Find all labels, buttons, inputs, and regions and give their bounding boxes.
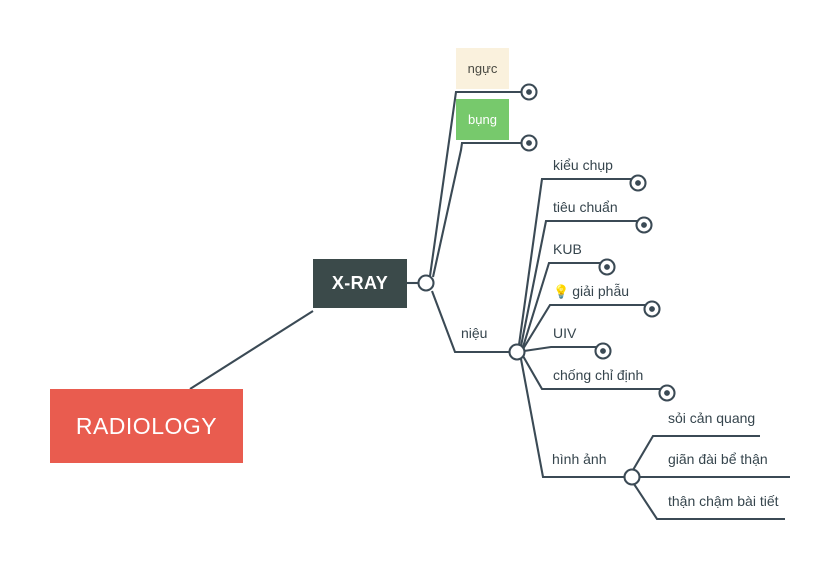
node-gian-dai-be-than[interactable]: giãn đài bể thận bbox=[668, 452, 768, 466]
collapse-marker-giaiphau[interactable] bbox=[643, 300, 661, 318]
node-hinh-anh-label: hình ảnh bbox=[552, 451, 607, 467]
collapse-marker-bung[interactable] bbox=[520, 134, 538, 152]
collapse-marker-kieuchup[interactable] bbox=[629, 174, 647, 192]
collapse-markers bbox=[520, 83, 676, 402]
edge-nieu-hinhanh bbox=[519, 358, 625, 479]
node-soi-can-quang-label: sỏi cản quang bbox=[668, 410, 756, 426]
edge-xray-nguc bbox=[428, 90, 521, 277]
edge-nieu-tieuchuan bbox=[519, 219, 637, 347]
node-giai-phau[interactable]: 💡giải phẫu bbox=[553, 284, 629, 298]
edge-nieu-chongchidinh bbox=[522, 355, 661, 391]
node-nieu[interactable]: niệu bbox=[461, 326, 487, 340]
collapse-marker-tieuchuan[interactable] bbox=[635, 216, 653, 234]
edge-nieu-uiv bbox=[523, 345, 597, 353]
edge-xray-bung bbox=[431, 141, 521, 278]
edge-nieu-kub bbox=[521, 261, 601, 348]
edge-radiology-xray bbox=[189, 310, 314, 390]
edge-hinhanh-soicanquang bbox=[632, 434, 760, 471]
node-chong-chi-dinh-label: chống chỉ định bbox=[553, 367, 644, 383]
node-giai-phau-label: giải phẫu bbox=[572, 283, 630, 299]
node-soi-can-quang[interactable]: sỏi cản quang bbox=[668, 411, 755, 425]
collapse-marker-kub[interactable] bbox=[598, 258, 616, 276]
edge-xray-nieu bbox=[431, 290, 511, 354]
edge-nieu-giaiphau bbox=[522, 303, 646, 350]
edge-hinhanh-thanchambaitiet bbox=[633, 483, 785, 521]
node-tieu-chuan-label: tiêu chuẩn bbox=[553, 199, 618, 215]
junction-nieu[interactable] bbox=[508, 343, 526, 361]
node-than-cham-bai-tiet-label: thận chậm bài tiết bbox=[668, 493, 779, 509]
collapse-marker-nguc[interactable] bbox=[520, 83, 538, 101]
node-tieu-chuan[interactable]: tiêu chuẩn bbox=[553, 200, 618, 214]
node-chong-chi-dinh[interactable]: chống chỉ định bbox=[553, 368, 643, 382]
node-gian-dai-be-than-label: giãn đài bể thận bbox=[668, 451, 768, 467]
node-than-cham-bai-tiet[interactable]: thận chậm bài tiết bbox=[668, 494, 779, 508]
node-radiology-label: RADIOLOGY bbox=[75, 412, 218, 439]
node-hinh-anh[interactable]: hình ảnh bbox=[552, 452, 607, 466]
node-xray-label: X-RAY bbox=[331, 273, 389, 293]
lightbulb-icon: 💡 bbox=[553, 284, 570, 299]
node-uiv[interactable]: UIV bbox=[553, 326, 576, 340]
edge-nieu-kieuchup bbox=[517, 177, 631, 346]
node-bung-label: bụng bbox=[468, 112, 497, 127]
node-radiology[interactable]: RADIOLOGY bbox=[50, 389, 243, 463]
node-xray[interactable]: X-RAY bbox=[313, 259, 407, 308]
node-kub[interactable]: KUB bbox=[553, 242, 582, 256]
node-nguc[interactable]: ngực bbox=[456, 48, 509, 89]
node-kub-label: KUB bbox=[553, 241, 582, 257]
node-kieu-chup[interactable]: kiểu chụp bbox=[553, 158, 613, 172]
node-nieu-label: niệu bbox=[461, 325, 488, 341]
node-kieu-chup-label: kiểu chụp bbox=[553, 157, 613, 173]
node-nguc-label: ngực bbox=[467, 61, 498, 76]
node-uiv-label: UIV bbox=[553, 325, 577, 341]
junction-xray[interactable] bbox=[417, 274, 435, 292]
node-bung[interactable]: bụng bbox=[456, 99, 509, 140]
collapse-marker-chongchidinh[interactable] bbox=[658, 384, 676, 402]
junction-hinhanh[interactable] bbox=[623, 468, 641, 486]
collapse-marker-uiv[interactable] bbox=[594, 342, 612, 360]
